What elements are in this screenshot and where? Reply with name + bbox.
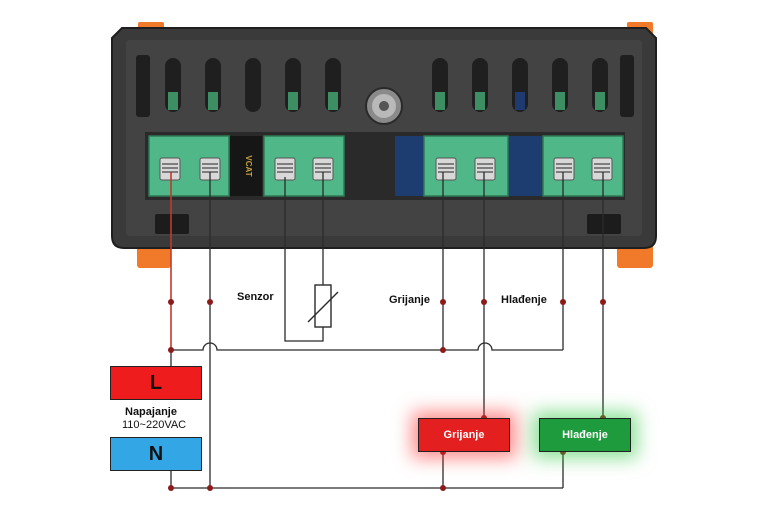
screw-terminal-slots	[162, 163, 610, 173]
live-terminal-box: L	[110, 366, 202, 400]
cooling-load-label: Hlađenje	[562, 429, 608, 441]
neutral-terminal-box: N	[110, 437, 202, 471]
live-terminal-label: L	[149, 371, 163, 394]
center-screw	[365, 87, 403, 125]
brand-mark: VCAT	[244, 155, 253, 176]
thermistor-symbol	[307, 284, 339, 328]
sensor-label: Senzor	[237, 291, 274, 303]
supply-voltage-label: 110~220VAC	[122, 419, 187, 431]
heating-terminal-label: Grijanje	[389, 294, 430, 306]
slot-inner-colors	[168, 92, 605, 110]
heating-load-box: Grijanje	[418, 418, 510, 452]
wire-sensor-left	[284, 177, 324, 342]
wires	[170, 172, 604, 489]
bottom-latch-right	[587, 214, 621, 234]
cooling-load-box: Hlađenje	[539, 418, 631, 452]
blue-insert-right	[508, 136, 542, 196]
brand-divider	[230, 136, 262, 196]
neutral-terminal-label: N	[148, 442, 164, 465]
wire-live-bus	[171, 342, 563, 351]
blue-insert-left	[395, 136, 425, 196]
supply-label: Napajanje	[125, 406, 177, 418]
junction-nodes	[168, 299, 606, 491]
bottom-latch-left	[155, 214, 189, 234]
cooling-terminal-label: Hlađenje	[501, 294, 547, 306]
heating-load-label: Grijanje	[443, 429, 485, 441]
controller-housing: VCAT	[111, 22, 657, 268]
